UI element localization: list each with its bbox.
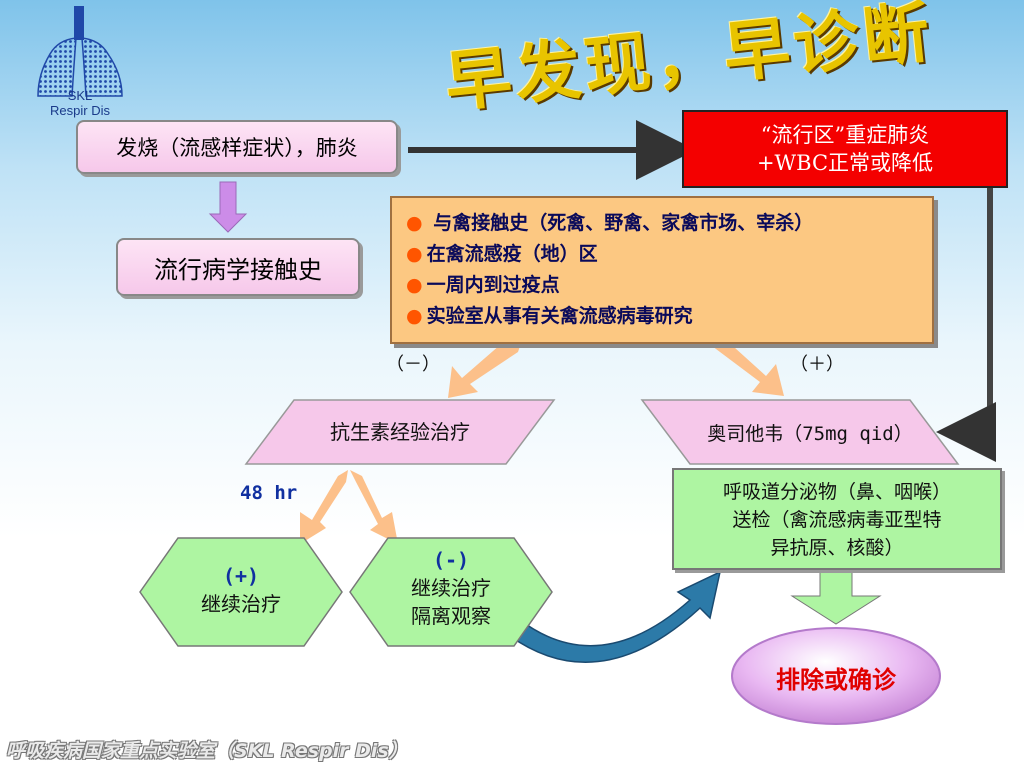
antibiotic-text: 抗生素经验治疗 (330, 420, 470, 444)
epi-contact-box: 流行病学接触史 (116, 238, 360, 296)
exposure-item: ●在禽流感疫（地）区 (406, 243, 598, 265)
minus-text: (-) 继续治疗 隔离观察 (411, 548, 491, 628)
bullet-icon: ● (406, 305, 423, 327)
severe-line-1: “流行区”重症肺炎 (760, 123, 930, 147)
specimen-line-3: 异抗原、核酸） (770, 537, 904, 559)
arrow-48hr-to-minus (350, 470, 398, 544)
severe-line-2: +WBC正常或降低 (756, 151, 934, 175)
arrow-negative-to-antibiotic (448, 338, 520, 398)
bullet-icon: ● (406, 212, 423, 234)
oseltamivir-shape (640, 399, 960, 465)
footer-lab-name: 呼吸疾病国家重点实验室（SKL Respir Dis） (6, 740, 408, 762)
logo-caption: SKL Respir Dis (30, 88, 130, 118)
bullet-icon: ● (406, 243, 423, 265)
result-ellipse (731, 627, 941, 725)
logo-line-2: Respir Dis (50, 103, 110, 118)
arrow-positive-to-oseltamivir (712, 338, 784, 396)
minus-hexagon (349, 537, 553, 647)
oseltamivir-text: 奥司他韦（75mg qid） (707, 423, 913, 445)
plus-hexagon (139, 537, 343, 647)
fever-text: 发烧（流感样症状），肺炎 (116, 136, 358, 160)
arrow-specimen-to-result (790, 571, 882, 625)
logo-line-1: SKL (67, 88, 93, 103)
arrow-minus-to-specimen (508, 570, 722, 663)
hours-label: 48 hr (240, 482, 298, 504)
positive-label: （＋） (790, 354, 844, 375)
bullet-icon: ● (406, 274, 423, 296)
specimen-box: 呼吸道分泌物（鼻、咽喉） 送检（禽流感病毒亚型特 异抗原、核酸） (672, 468, 1002, 570)
fever-box: 发烧（流感样症状），肺炎 (76, 120, 398, 174)
exposure-item: ●实验室从事有关禽流感病毒研究 (406, 305, 693, 327)
negative-label: （－） (386, 354, 440, 375)
severe-pneumonia-box: “流行区”重症肺炎 +WBC正常或降低 (682, 110, 1008, 188)
arrow-fever-to-contact (208, 181, 248, 233)
exposure-history-box: ● 与禽接触史（死禽、野禽、家禽市场、宰杀） ●在禽流感疫（地）区 ●一周内到过… (390, 196, 934, 344)
exposure-item: ● 与禽接触史（死禽、野禽、家禽市场、宰杀） (406, 212, 814, 234)
lung-logo-icon (37, 6, 123, 97)
plus-text: (+) 继续治疗 (201, 564, 281, 616)
epi-contact-text: 流行病学接触史 (154, 255, 322, 284)
specimen-line-2: 送检（禽流感病毒亚型特 (732, 509, 942, 531)
result-text: 排除或确诊 (776, 666, 896, 694)
arrow-severe-to-oseltamivir (936, 160, 996, 462)
exposure-item: ●一周内到过疫点 (406, 274, 560, 296)
arrow-48hr-to-plus (300, 470, 348, 544)
specimen-line-1: 呼吸道分泌物（鼻、咽喉） (722, 481, 951, 503)
antibiotic-shape (244, 399, 556, 465)
